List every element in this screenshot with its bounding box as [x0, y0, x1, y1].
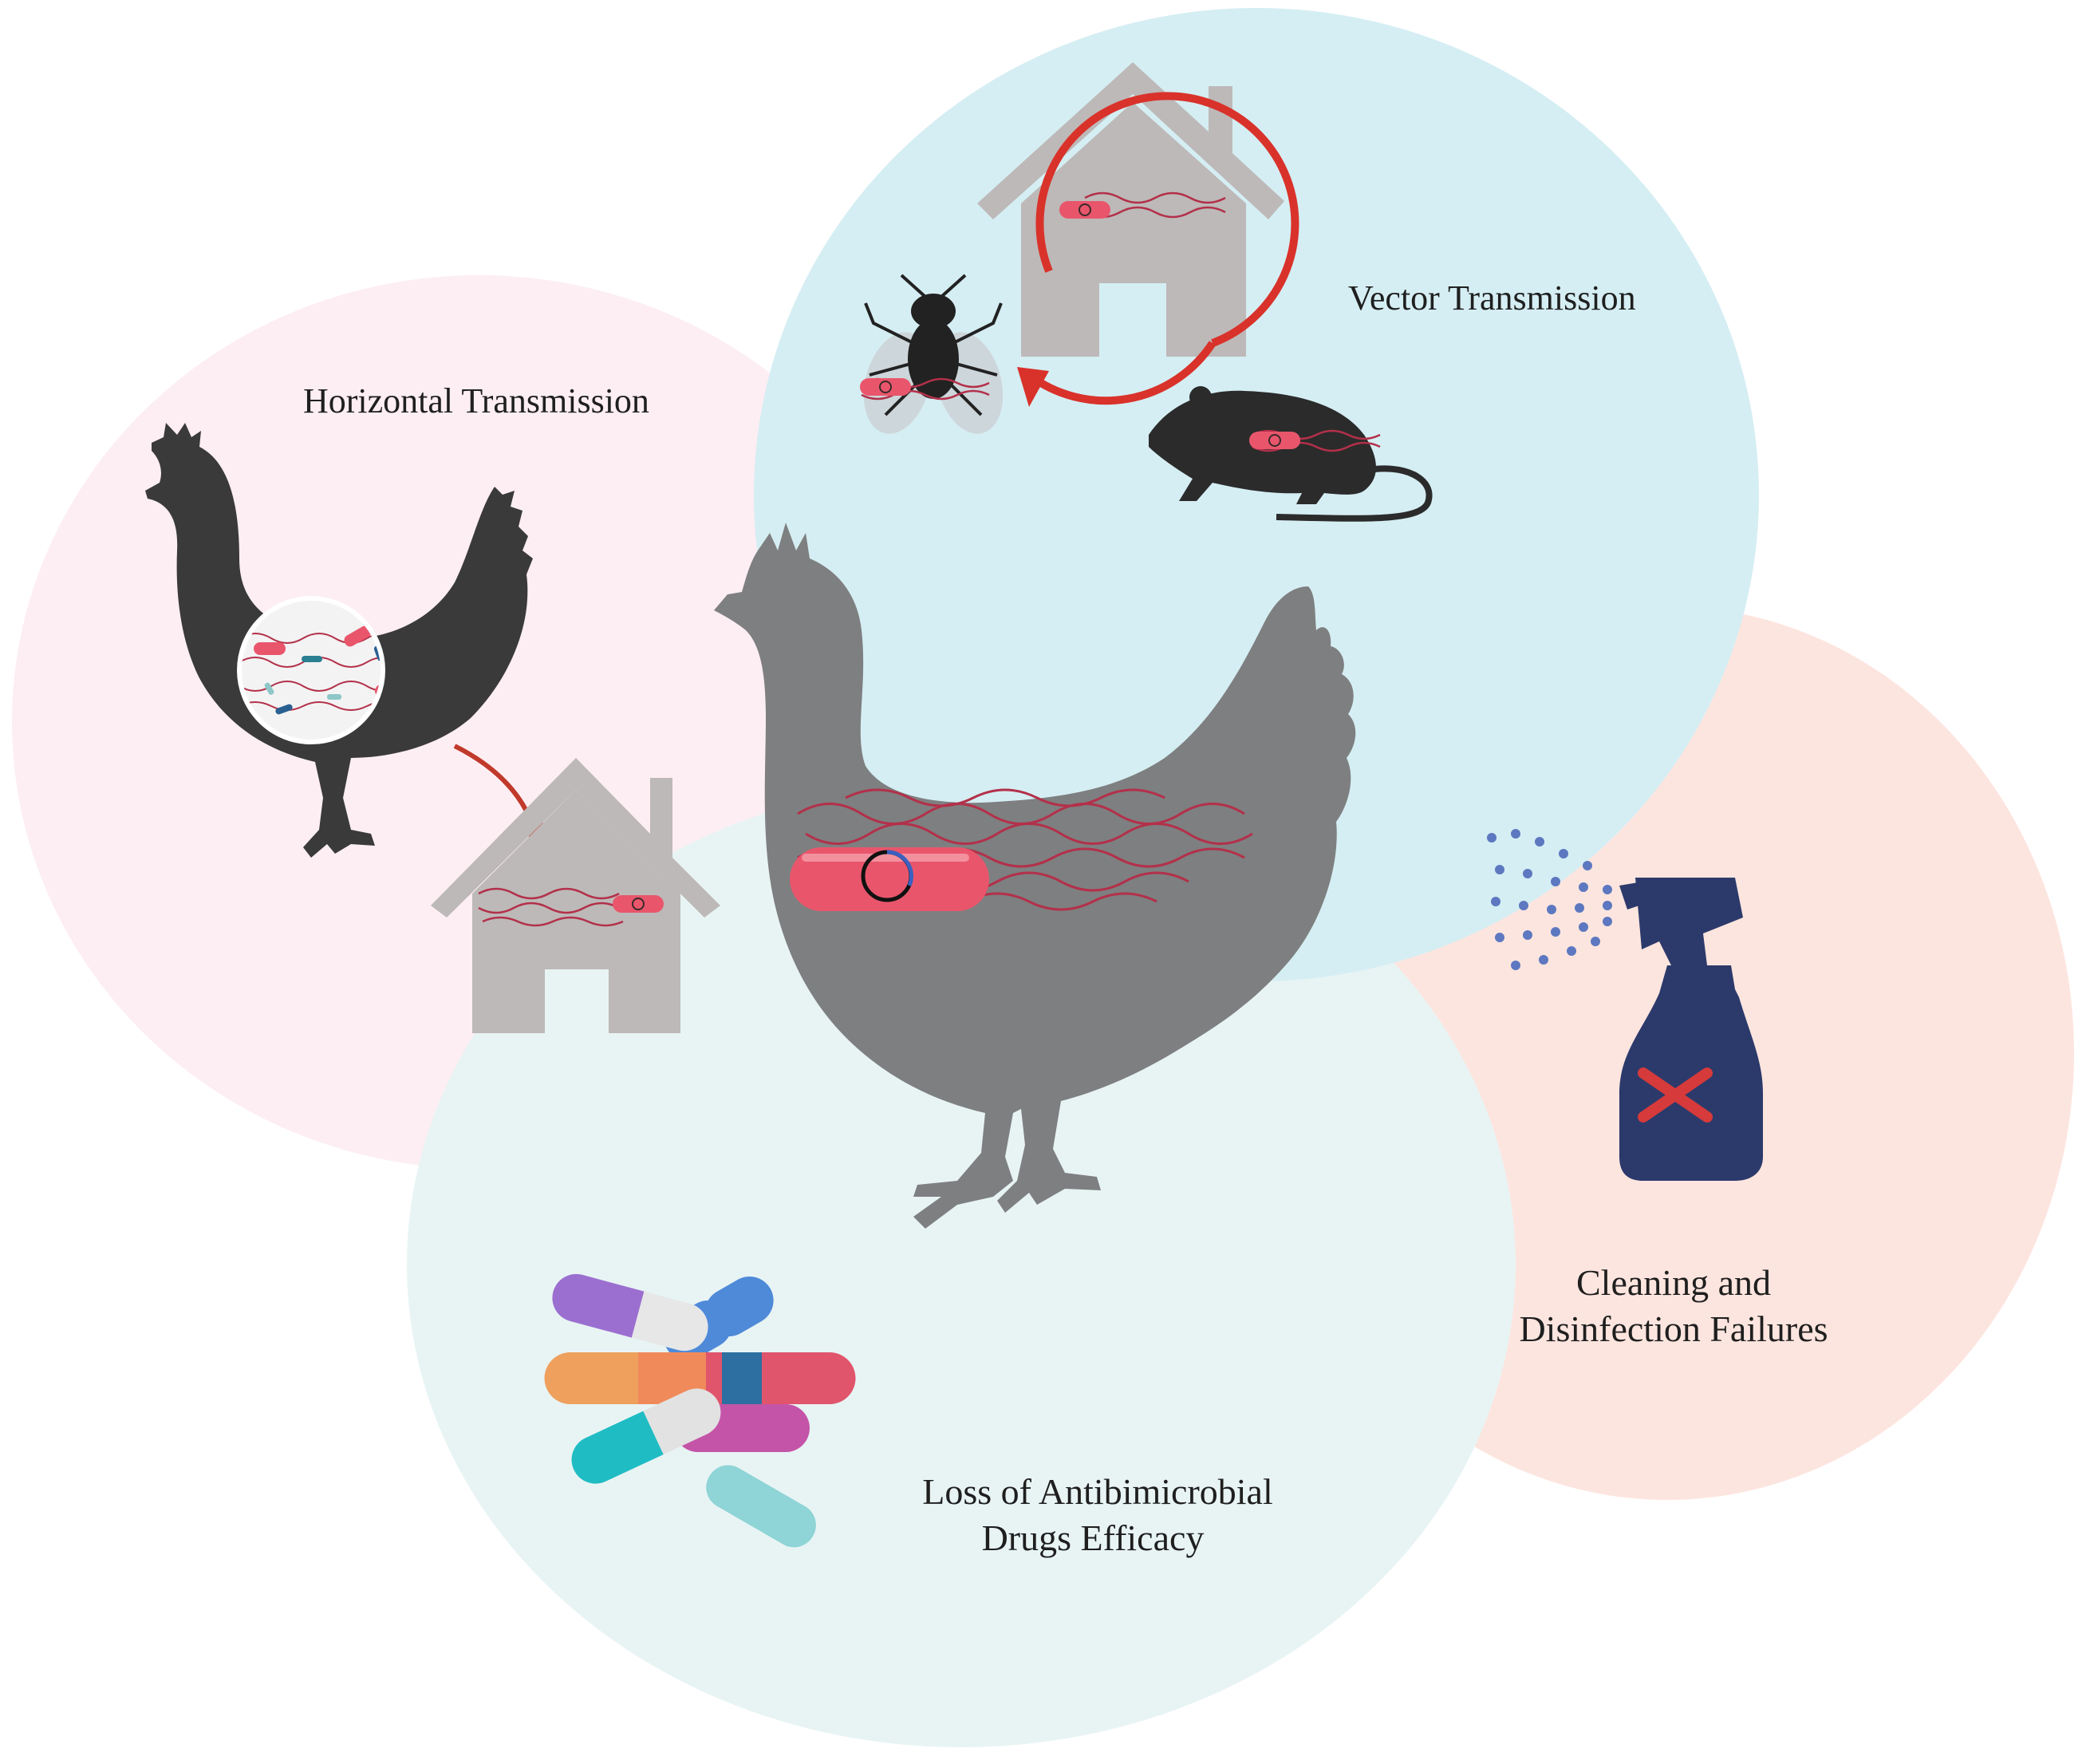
cleaning-failures-label-line2: Disinfection Failures: [1519, 1308, 1828, 1349]
hen-icon: [714, 523, 1356, 1229]
bacterium-icon: [790, 847, 989, 911]
fly-icon: [859, 274, 1004, 434]
spray-bottle-icon: [1619, 878, 1763, 1181]
house-icon: [977, 62, 1284, 357]
magnified-bacteria-bubble: [237, 596, 385, 744]
vector-transmission-group: Vector Transmission: [859, 62, 1636, 522]
cleaning-failures-group: Cleaning and Disinfection Failures: [1487, 829, 1828, 1349]
drugs-efficacy-circle: [407, 782, 1516, 1747]
spray-mist: [1487, 829, 1612, 970]
bacterium-flagella: [797, 788, 1253, 911]
drugs-efficacy-label-line2: Drugs Efficacy: [982, 1517, 1205, 1558]
vector-transmission-label: Vector Transmission: [1348, 278, 1636, 318]
horizontal-transmission-label: Horizontal Transmission: [303, 381, 649, 420]
background-circles: [12, 8, 2074, 1747]
drugs-efficacy-label-line1: Loss of Antibimicrobial: [922, 1471, 1273, 1512]
horizontal-transmission-group: Horizontal Transmission: [145, 381, 720, 1033]
mouse-icon: [1149, 386, 1433, 522]
bacterium-icon: [478, 887, 664, 927]
cleaning-failures-label-line1: Cleaning and: [1576, 1262, 1771, 1303]
cross-icon: [1638, 1067, 1713, 1123]
capsules-icon: [544, 1273, 856, 1548]
drugs-efficacy-group: Loss of Antibimicrobial Drugs Efficacy: [544, 1273, 1273, 1558]
cycle-arrow: [1017, 92, 1299, 407]
vector-transmission-circle: [754, 8, 1759, 981]
bacterium-icon: [1059, 191, 1226, 219]
